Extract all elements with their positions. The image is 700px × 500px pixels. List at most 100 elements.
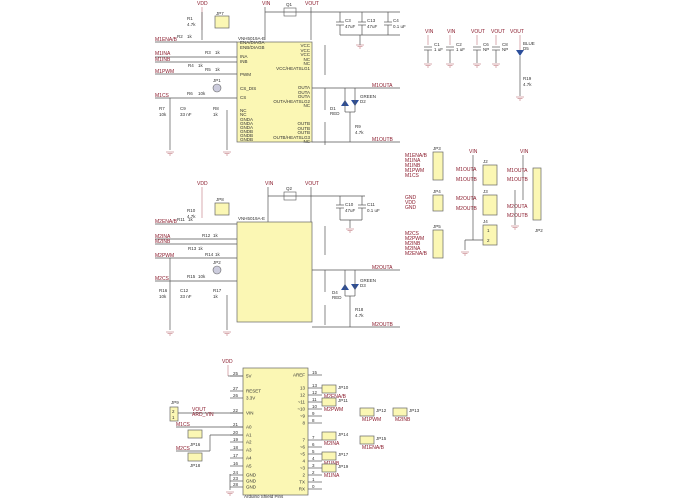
svg-text:2: 2	[302, 473, 305, 478]
svg-text:M1CS: M1CS	[405, 173, 420, 179]
svg-text:33 nF: 33 nF	[180, 112, 192, 117]
svg-text:RED: RED	[332, 295, 342, 300]
svg-text:GNDA: GNDA	[240, 117, 253, 122]
vdd-label: VDD	[197, 1, 208, 7]
arduino-right-pin: 6~6	[300, 442, 322, 450]
svg-text:RESET: RESET	[246, 389, 261, 394]
svg-text:47uF: 47uF	[345, 208, 356, 213]
svg-text:1 uF: 1 uF	[434, 47, 443, 52]
svg-text:19: 19	[233, 437, 239, 442]
svg-text:26: 26	[233, 393, 239, 398]
svg-text:23: 23	[233, 476, 239, 481]
j4-connector[interactable]: J4 1 2	[460, 219, 498, 256]
j2-connector[interactable]: VIN J2 M1OUTA M1OUTB	[456, 149, 498, 240]
svg-text:R8: R8	[213, 106, 219, 111]
jp1-jumper[interactable]	[212, 83, 222, 93]
svg-text:~5: ~5	[300, 452, 306, 457]
svg-text:R18: R18	[355, 307, 364, 312]
svg-text:VDD: VDD	[405, 200, 416, 206]
svg-text:R9: R9	[355, 124, 361, 129]
svg-text:13: 13	[300, 386, 306, 391]
c13-cap: C13 47uF	[358, 12, 378, 35]
svg-text:4.7k: 4.7k	[187, 22, 196, 27]
j3-connector[interactable]: J3 M2OUTA M2OUTB	[456, 189, 498, 216]
svg-text:4.7k: 4.7k	[523, 82, 532, 87]
svg-text:1k: 1k	[188, 217, 194, 222]
svg-text:NC: NC	[304, 57, 311, 62]
svg-text:C6: C6	[483, 42, 489, 47]
svg-text:OUTB/HEATSLG3: OUTB/HEATSLG3	[273, 135, 310, 140]
svg-text:8: 8	[312, 418, 315, 423]
svg-text:A1: A1	[246, 433, 252, 438]
svg-text:1k: 1k	[215, 252, 221, 257]
svg-text:JP14: JP14	[338, 432, 349, 437]
svg-text:4: 4	[312, 456, 315, 461]
jp5-header: JP5 M2CS M2PWM M2INB M2INA M2ENA/B	[405, 224, 444, 259]
arduino-right-pin: 77	[302, 435, 322, 443]
driver2-chip	[236, 221, 313, 323]
jp16-jumper[interactable]	[187, 429, 203, 439]
svg-text:GND: GND	[246, 479, 257, 484]
svg-text:33 nF: 33 nF	[180, 294, 192, 299]
svg-text:ENA/DIAGA: ENA/DIAGA	[240, 40, 265, 45]
svg-text:0: 0	[312, 484, 315, 489]
svg-text:11: 11	[312, 397, 317, 402]
svg-text:NC: NC	[304, 61, 311, 66]
driver1-chip	[236, 41, 313, 143]
net-m1outb: M1OUTB	[372, 137, 394, 143]
jp2-solder-jumper[interactable]	[212, 265, 222, 275]
jp18-jumper[interactable]	[187, 452, 203, 462]
jp9-header	[169, 406, 179, 422]
net-m1ina: M1INA	[155, 51, 171, 57]
svg-text:4.7k: 4.7k	[355, 130, 364, 135]
jp8-jumper[interactable]	[214, 202, 230, 216]
svg-text:1k: 1k	[187, 34, 193, 39]
arduino-right-pin: 0RX	[299, 484, 322, 492]
svg-text:VIN: VIN	[246, 411, 254, 416]
jp4-header: JP4 GND VDD GND	[405, 189, 444, 212]
svg-text:8: 8	[302, 421, 305, 426]
net-m1enab: M1ENA/B	[155, 37, 178, 43]
svg-text:R3: R3	[205, 50, 211, 55]
svg-text:JP1: JP1	[213, 78, 221, 83]
svg-text:C13: C13	[367, 18, 376, 23]
svg-text:JP13: JP13	[409, 408, 420, 413]
svg-text:VIN: VIN	[265, 181, 274, 187]
svg-text:10k: 10k	[159, 112, 167, 117]
svg-text:M2INB: M2INB	[405, 241, 421, 247]
svg-text:25: 25	[233, 371, 239, 376]
svg-text:2: 2	[172, 409, 175, 414]
svg-text:GNDA: GNDA	[240, 125, 253, 130]
q1-ref: Q1	[286, 2, 293, 7]
svg-text:~11: ~11	[298, 400, 306, 405]
svg-text:GNDA: GNDA	[240, 121, 253, 126]
svg-text:~10: ~10	[297, 407, 305, 412]
svg-text:21: 21	[233, 422, 239, 427]
svg-text:10k: 10k	[159, 294, 167, 299]
svg-text:12: 12	[312, 390, 318, 395]
svg-text:OUTA: OUTA	[298, 85, 310, 90]
driver1-left-pins: ENA/DIAGA ENB/DIAGB INA INB PWM CS_DIS C…	[240, 40, 265, 142]
svg-text:JP2: JP2	[213, 260, 221, 265]
svg-text:1k: 1k	[198, 63, 204, 68]
driver1-block: VDD VIN VOUT Q1 C3 47uF C13 47uF C4 0.1 …	[155, 1, 406, 156]
svg-text:M2OUTA: M2OUTA	[456, 196, 477, 202]
svg-text:R12: R12	[202, 233, 211, 238]
svg-text:10k: 10k	[198, 274, 206, 279]
svg-text:M1PWM: M1PWM	[362, 417, 381, 423]
svg-text:PWM: PWM	[240, 72, 251, 77]
svg-text:2: 2	[487, 238, 490, 243]
svg-text:R16: R16	[159, 288, 168, 293]
svg-text:22: 22	[233, 408, 239, 413]
jp7-jumper[interactable]	[214, 15, 230, 29]
arduino-right-pin: 88	[302, 418, 322, 426]
svg-text:VOUT: VOUT	[192, 407, 206, 413]
